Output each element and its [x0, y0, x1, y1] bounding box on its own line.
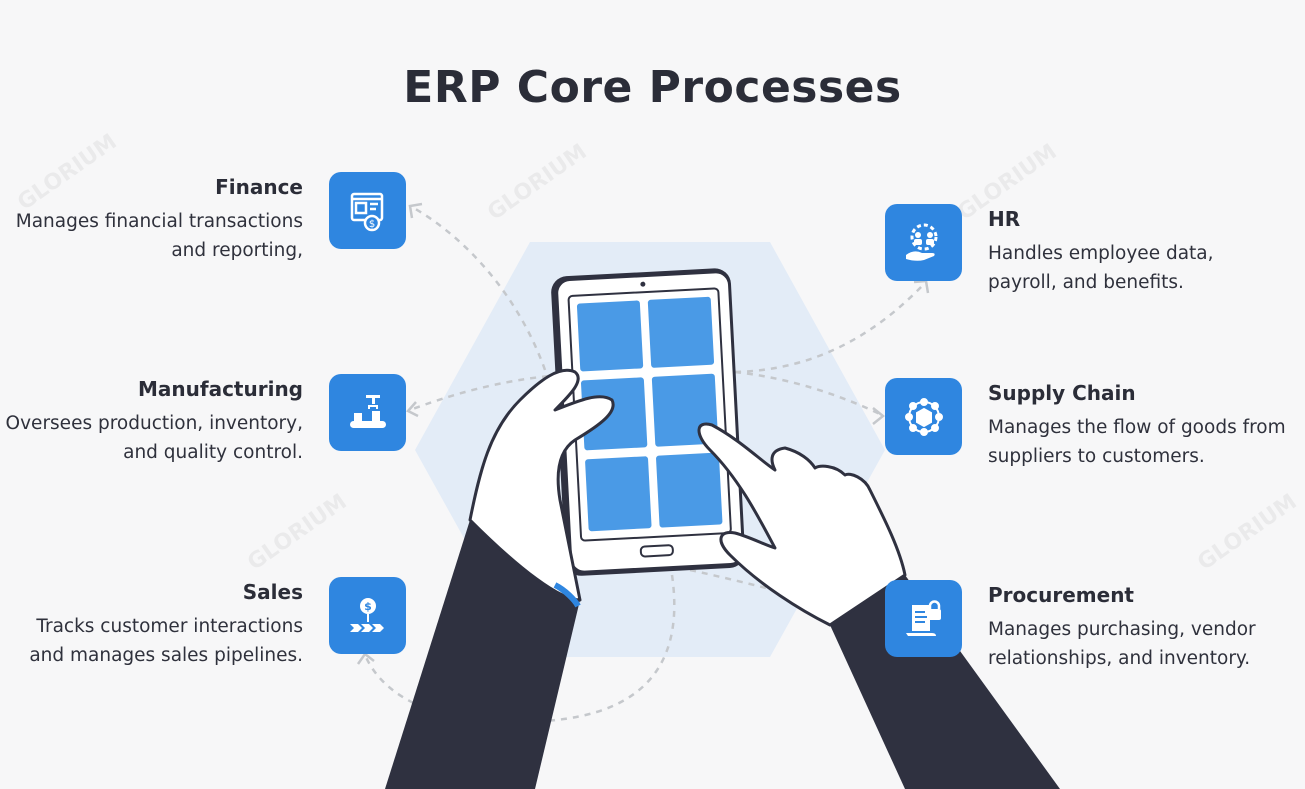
process-supply-chain: Supply Chain Manages the flow of goods f… [988, 381, 1288, 471]
process-manufacturing: Manufacturing Oversees production, inven… [3, 377, 303, 467]
process-title: Manufacturing [138, 377, 303, 401]
sales-pipeline-dollar-icon: $ [329, 577, 406, 654]
process-description: Oversees production, inventory, and qual… [5, 413, 303, 463]
app-tiles [576, 296, 723, 532]
arrowheads [356, 202, 930, 665]
process-hr: HR Handles employee data, payroll, and b… [988, 207, 1288, 297]
process-title: Finance [215, 175, 303, 199]
left-sleeve [385, 520, 580, 789]
process-sales: Sales Tracks customer interactions and m… [3, 580, 303, 670]
process-description: Manages the flow of goods from suppliers… [988, 417, 1286, 467]
tablet [551, 268, 746, 576]
finance-dashboard-coin-icon: $ [329, 172, 406, 249]
process-finance: Finance Manages financial transactions a… [3, 175, 303, 265]
people-hand-gear-icon [885, 204, 962, 281]
page-title: ERP Core Processes [403, 62, 902, 113]
document-lock-icon [885, 580, 962, 657]
right-hand [697, 422, 907, 627]
process-title: Sales [242, 580, 303, 604]
process-description: Manages financial transactions and repor… [15, 211, 303, 261]
conveyor-robot-arm-icon [329, 374, 406, 451]
process-description: Manages purchasing, vendor relationships… [988, 619, 1256, 669]
process-title: HR [988, 207, 1021, 231]
process-description: Handles employee data, payroll, and bene… [988, 243, 1214, 293]
process-title: Procurement [988, 583, 1134, 607]
left-hand [468, 368, 615, 602]
network-box-icon [885, 378, 962, 455]
process-title: Supply Chain [988, 381, 1136, 405]
process-procurement: Procurement Manages purchasing, vendor r… [988, 583, 1288, 673]
process-description: Tracks customer interactions and manages… [29, 616, 303, 666]
svg-text:$: $ [368, 219, 374, 230]
svg-text:$: $ [364, 600, 372, 613]
